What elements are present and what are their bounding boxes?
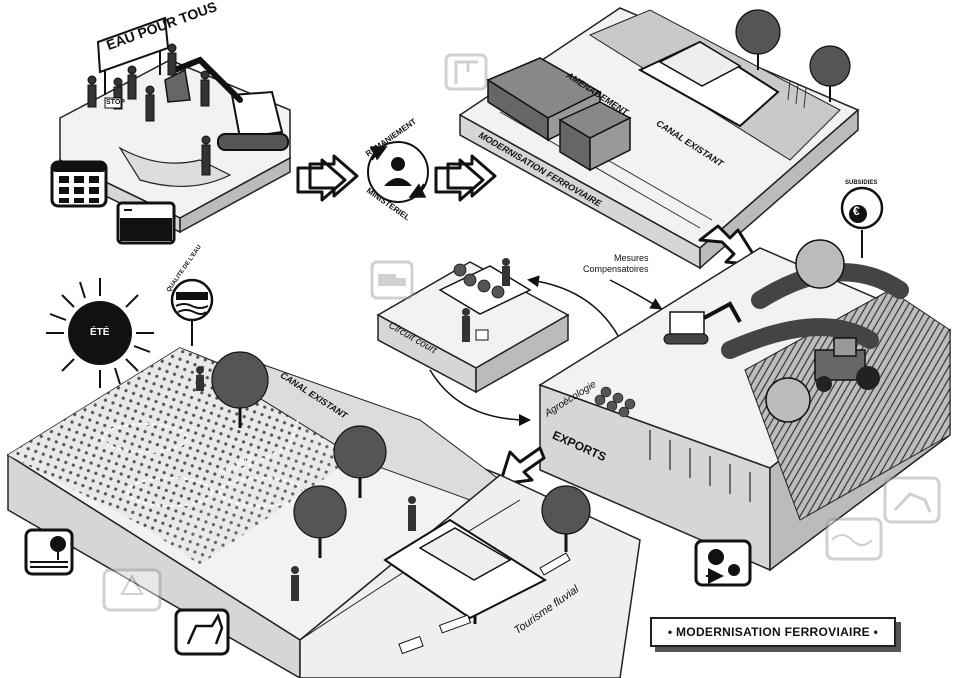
subsidies-label: SUBSIDIES [845,180,878,186]
compensation-arrow [609,279,663,310]
legend-box: • MODERNISATION FERROVIAIRE • [650,617,896,647]
summer-block [6,347,641,678]
canal-rail-block [458,7,860,270]
compensation-label-1: Mesures [614,253,649,263]
tourist-boat [383,518,548,620]
water-quality-badge [170,278,214,346]
market-block [376,258,570,394]
transfer-icon [694,539,752,587]
legend-text: • MODERNISATION FERROVIAIRE • [667,625,879,639]
sun-icon [46,278,154,388]
construction-icon [444,53,488,91]
truck-icon [370,260,414,300]
protest-block [59,16,291,234]
calendar-icon [50,160,108,208]
tractor [814,337,880,392]
flood-icon [825,517,883,561]
landscape-icon [24,528,74,576]
subsidies-euro-icon [840,186,884,258]
summer-label: ÉTÉ [90,327,110,338]
flow-curve [429,369,531,426]
compensation-label-2: Compensatoires [583,264,649,274]
freight-train [486,57,632,172]
stop-sign-text: STOP [106,99,125,106]
flow-arrow [296,154,497,202]
euro-symbol: € [853,204,860,218]
warning-icon [102,568,162,612]
excavator-icon [883,476,941,524]
agroecology-block [538,239,952,572]
water-level-icon [116,201,176,245]
excavator [164,56,289,151]
reshuffle-badge [367,141,429,203]
canal-boat [637,40,780,128]
dog-icon [174,608,230,656]
